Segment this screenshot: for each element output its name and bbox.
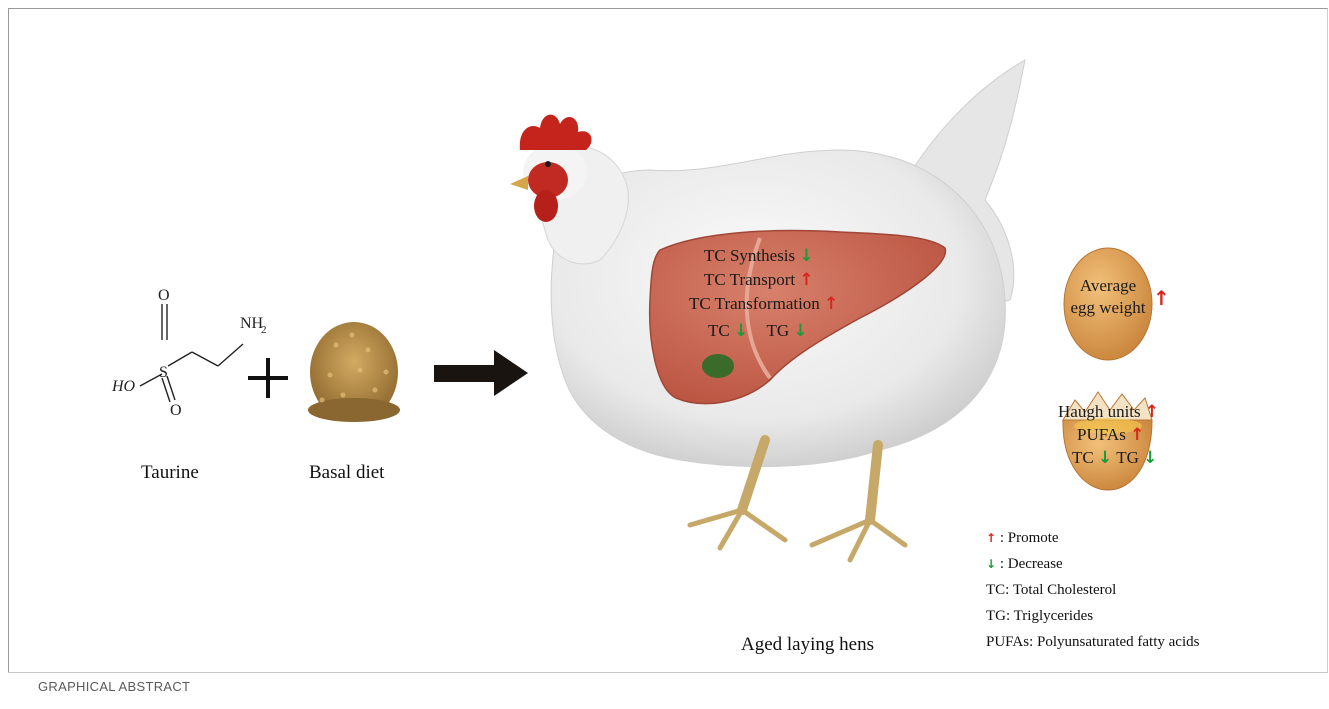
tc-synthesis-text: TC Synthesis [704, 246, 795, 265]
tc-transport-text: TC Transport [704, 270, 795, 289]
liver-line-tc-tg: TC ↓ TG ↓ [708, 321, 808, 341]
taurine-structure [140, 304, 243, 402]
pufas-line: PUFAs ↑ [1077, 425, 1144, 445]
green-down-arrow-icon: ↓ [986, 557, 996, 571]
sulfur-label: S [159, 364, 168, 381]
egg-tg-text: TG [1116, 448, 1139, 467]
legend-tc: TC: Total Cholesterol [986, 582, 1116, 599]
liver-line-transformation: TC Transformation ↑ [689, 294, 838, 314]
green-down-arrow-icon: ↓ [1098, 448, 1112, 468]
basal-diet-image [308, 322, 400, 422]
oxygen-top-label: O [158, 287, 170, 304]
figure-caption: GRAPHICAL ABSTRACT [38, 679, 190, 694]
haugh-units-text: Haugh units [1058, 402, 1141, 421]
taurine-atom-labels: O O HO S NH 2 [111, 287, 267, 419]
liver-line-transport: TC Transport ↑ [704, 270, 814, 290]
liver-line-synthesis: TC Synthesis ↓ [704, 246, 814, 266]
black-right-arrow-icon [434, 350, 528, 396]
tc-transformation-text: TC Transformation [689, 294, 820, 313]
red-up-arrow-icon: ↑ [824, 294, 838, 314]
green-down-arrow-icon: ↓ [734, 321, 748, 341]
hydroxyl-label: HO [111, 378, 136, 395]
green-down-arrow-icon: ↓ [793, 321, 807, 341]
green-down-arrow-icon: ↓ [1143, 448, 1157, 468]
legend-tg: TG: Triglycerides [986, 608, 1093, 625]
oxygen-bottom-label: O [170, 402, 182, 419]
egg-tc-text: TC [1072, 448, 1094, 467]
egg-whole-text-1: Average [1062, 276, 1154, 296]
legend-promote: ↑ : Promote [986, 530, 1059, 547]
legend-decrease: ↓ : Decrease [986, 556, 1063, 573]
amine-subscript: 2 [261, 324, 267, 336]
egg-whole-text-2: egg weight [1062, 298, 1154, 318]
liver-tg-text: TG [766, 321, 789, 340]
legend-decrease-text: : Decrease [1000, 556, 1063, 572]
red-up-arrow-icon: ↑ [986, 531, 996, 545]
legend-pufas: PUFAs: Polyunsaturated fatty acids [986, 634, 1199, 651]
red-up-arrow-icon: ↑ [1130, 425, 1144, 445]
green-down-arrow-icon: ↓ [799, 246, 813, 266]
hen-label: Aged laying hens [741, 634, 874, 656]
red-up-arrow-icon: ↑ [799, 270, 813, 290]
liver-tc-text: TC [708, 321, 730, 340]
egg-tc-tg-line: TC ↓ TG ↓ [1072, 448, 1157, 468]
red-up-arrow-icon: ↑ [1153, 286, 1170, 310]
haugh-units-line: Haugh units ↑ [1058, 402, 1159, 422]
plus-icon [248, 358, 288, 398]
taurine-label: Taurine [141, 462, 199, 484]
basal-diet-label: Basal diet [309, 462, 384, 484]
pufas-text: PUFAs [1077, 425, 1126, 444]
legend-promote-text: : Promote [1000, 530, 1059, 546]
red-up-arrow-icon: ↑ [1145, 402, 1159, 422]
